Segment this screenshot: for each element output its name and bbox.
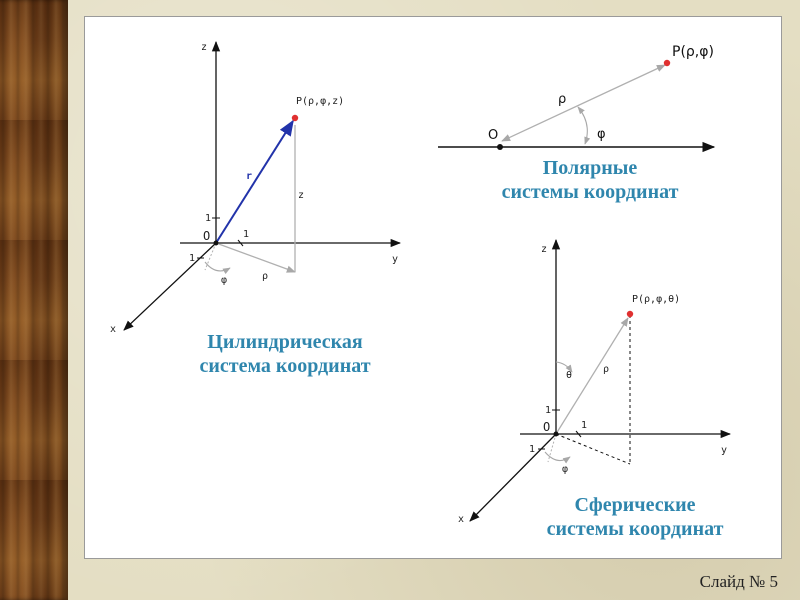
sph-tick-y-label: 1 [581, 420, 587, 431]
polar-point-p [663, 59, 671, 67]
cyl-rho-label: ρ [262, 271, 268, 282]
sph-y-tick [575, 430, 582, 438]
sph-point-p [626, 310, 634, 318]
sph-origin-label: O [543, 420, 550, 434]
cyl-point-label: P(ρ,φ,z) [296, 96, 344, 107]
polar-caption-line1: Полярные [542, 157, 638, 179]
cyl-tick-x-label: 1 [189, 253, 195, 264]
sph-theta-arc [555, 361, 573, 373]
cyl-y-label: y [392, 254, 398, 265]
polar-rho-label: ρ [558, 92, 566, 107]
polar-origin-dot [497, 144, 503, 150]
cyl-tick-y-label: 1 [243, 229, 249, 240]
cylindrical-caption: Цилиндрическая система координат [165, 330, 405, 378]
cyl-origin-dot [213, 240, 219, 246]
polar-caption: Полярные системы координат [490, 156, 690, 204]
sph-origin-dot [553, 431, 559, 437]
cyl-x-label: x [110, 324, 116, 335]
sph-tick-z-label: 1 [545, 405, 551, 416]
sph-theta-label: θ [566, 370, 572, 381]
cyl-origin-label: O [203, 229, 210, 243]
spherical-diagram: P(ρ,φ,θ) z y x O θ ρ φ 1 1 1 [458, 238, 732, 525]
polar-origin-label: O [488, 128, 498, 143]
cyl-z-seg-label: z [298, 190, 304, 201]
cyl-r-vector [215, 119, 294, 244]
sph-y-label: y [721, 445, 727, 456]
spherical-caption: Сферические системы координат [510, 493, 760, 541]
polar-rho-line [501, 64, 666, 142]
cylindrical-diagram: P(ρ,φ,z) z y x O r z ρ φ 1 1 1 [110, 40, 402, 335]
cyl-tick-z-label: 1 [205, 213, 211, 224]
polar-point-label: P(ρ,φ) [672, 44, 714, 60]
cyl-point-p [291, 114, 299, 122]
sph-phi-label: φ [562, 464, 568, 475]
sph-tick-x-label: 1 [529, 444, 535, 455]
sph-rho-vector [555, 317, 629, 435]
cyl-r-label: r [246, 171, 252, 182]
cyl-z-label: z [201, 42, 207, 53]
cyl-phi-label: φ [221, 275, 227, 286]
cylindrical-caption-line2: система координат [199, 355, 371, 377]
polar-phi-arc [577, 106, 591, 145]
sph-phi-guide [547, 433, 557, 463]
cyl-y-tick [237, 239, 244, 247]
polar-diagram: P(ρ,φ) O ρ φ [438, 44, 716, 153]
sph-base-dashed [555, 433, 631, 465]
sph-x-label: x [458, 514, 464, 525]
cyl-phi-guide [204, 242, 217, 271]
sph-rho-label: ρ [603, 364, 609, 375]
wood-border [0, 0, 68, 600]
cyl-rho-projection [215, 242, 296, 273]
sph-point-label: P(ρ,φ,θ) [632, 294, 680, 305]
slide-number: Слайд № 5 [699, 572, 778, 591]
polar-caption-line2: системы координат [501, 181, 679, 203]
cyl-x-axis [123, 242, 217, 331]
cylindrical-caption-line1: Цилиндрическая [207, 331, 363, 353]
cyl-phi-arc [204, 261, 231, 275]
spherical-caption-line2: системы координат [546, 518, 724, 540]
spherical-caption-line1: Сферические [574, 494, 696, 516]
sph-z-label: z [541, 244, 547, 255]
polar-phi-label: φ [597, 127, 606, 142]
sph-phi-arc [544, 451, 571, 464]
